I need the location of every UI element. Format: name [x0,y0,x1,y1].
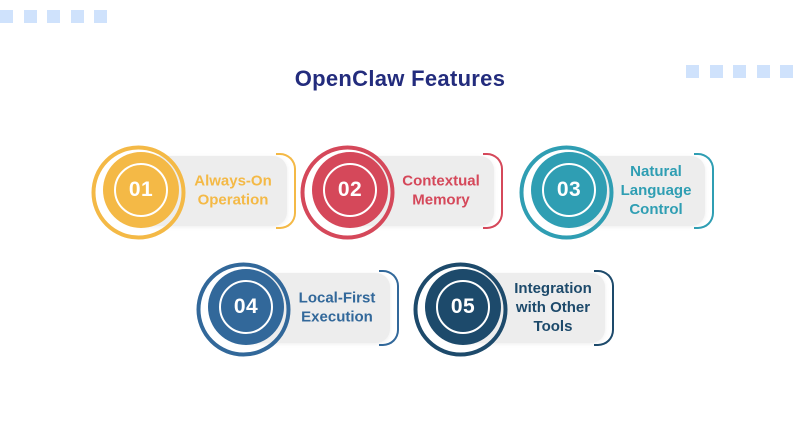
feature-label-line: Integration [514,279,592,297]
badge-disc: 03 [531,152,607,228]
feature-number-badge: 05 [413,261,509,357]
decor-square [70,10,84,23]
decor-square [733,65,746,78]
feature-number-badge: 02 [300,144,396,240]
badge-inner-ring [323,163,377,217]
decor-square [47,10,60,23]
badge-outer-ring [413,262,508,357]
badge-disc: 04 [208,269,284,345]
card-accent-bracket [483,153,503,229]
feature-label-line: with Other [515,298,591,316]
card-accent-bracket [379,270,399,346]
feature-number-badge: 01 [91,144,187,240]
page-title: OpenClaw Features [294,66,506,91]
feature-label: Contextual Memory [396,172,486,210]
feature-label-line: Tools [533,317,573,335]
badge-outer-ring [91,145,186,240]
feature-label-line: Contextual [402,172,480,190]
badge-inner-ring [219,280,273,334]
feature-label: Natural Language Control [615,163,697,219]
feature-label-line: Control [629,200,683,218]
decor-square [709,65,723,78]
feature-label: Integration with Other Tools [509,280,597,336]
feature-label: Always-On Operation [187,172,279,210]
badge-inner-ring [542,163,596,217]
decor-square [94,10,107,23]
decor-squares-top-right [686,65,793,78]
feature-label-line: Always-On [194,172,272,190]
badge-outer-ring [300,145,395,240]
feature-label-line: Memory [412,191,470,208]
badge-outer-ring [196,262,291,357]
feature-label-line: Natural [630,162,682,180]
decor-square [756,65,770,78]
feature-number-badge: 04 [196,261,292,357]
badge-inner-ring [436,280,490,334]
feature-label-line: Operation [197,191,269,208]
badge-inner-ring [114,163,168,217]
decor-square [23,10,37,23]
decor-square [780,65,793,78]
decor-square [686,65,699,78]
decor-square [0,10,13,23]
feature-label: Local-First Execution [292,289,382,327]
badge-outer-ring [519,145,614,240]
badge-disc: 05 [425,269,501,345]
badge-disc: 02 [312,152,388,228]
feature-label-line: Local-First [298,289,376,307]
card-accent-bracket [594,270,614,346]
card-accent-bracket [276,153,296,229]
feature-label-line: Language [620,181,692,199]
feature-label-line: Execution [301,308,373,325]
card-accent-bracket [694,153,714,229]
badge-disc: 01 [103,152,179,228]
feature-number-badge: 03 [519,144,615,240]
decor-squares-top-left [0,10,107,23]
